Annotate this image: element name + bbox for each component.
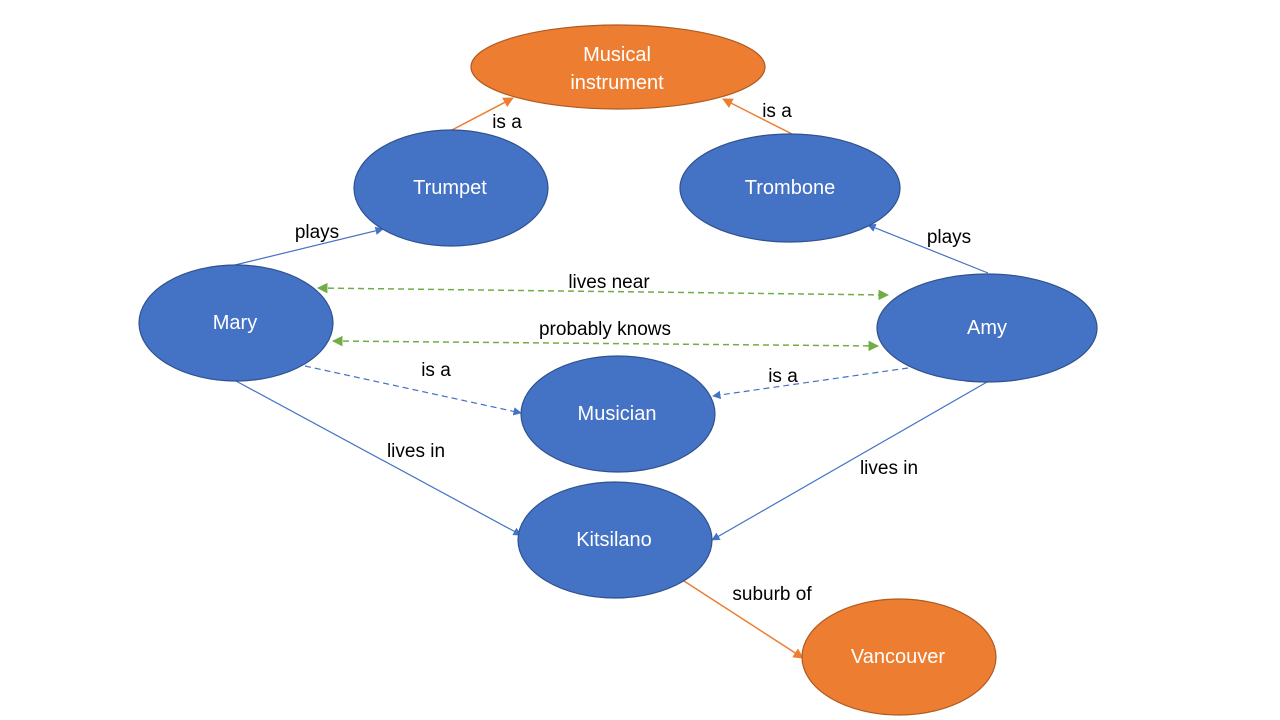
node-amy: Amy bbox=[876, 273, 1098, 383]
label-lives-near: lives near bbox=[568, 272, 650, 293]
node-musical-instrument-line2: instrument bbox=[570, 72, 664, 94]
node-trombone: Trombone bbox=[679, 133, 901, 243]
label-amy-is-a: is a bbox=[768, 366, 798, 387]
edge-mary-is-a bbox=[304, 365, 522, 416]
node-musician-label: Musician bbox=[578, 403, 657, 425]
edge-mary-plays bbox=[234, 226, 384, 266]
node-mary: Mary bbox=[138, 264, 334, 382]
node-amy-label: Amy bbox=[967, 317, 1007, 339]
label-trombone-is-a: is a bbox=[762, 101, 792, 122]
node-musical-instrument-line1: Musical bbox=[583, 44, 651, 66]
label-amy-lives-in: lives in bbox=[860, 458, 918, 479]
label-trumpet-is-a: is a bbox=[492, 112, 522, 133]
node-kitsilano-label: Kitsilano bbox=[576, 529, 652, 551]
node-musician: Musician bbox=[520, 355, 716, 473]
edge-lives-near bbox=[316, 282, 890, 301]
node-vancouver: Vancouver bbox=[801, 598, 997, 716]
edge-mary-lives-in bbox=[235, 380, 522, 536]
node-mary-label: Mary bbox=[213, 312, 257, 334]
edge-labels: is a is a plays plays lives near probabl… bbox=[295, 101, 971, 605]
label-mary-lives-in: lives in bbox=[387, 441, 445, 462]
label-amy-plays: plays bbox=[927, 227, 971, 248]
label-probably-knows: probably knows bbox=[539, 319, 671, 340]
edge-probably-knows bbox=[331, 335, 880, 352]
label-suburb-of: suburb of bbox=[732, 584, 812, 605]
edge-suburb-of bbox=[683, 580, 804, 659]
edge-amy-is-a bbox=[712, 367, 909, 400]
label-mary-is-a: is a bbox=[421, 360, 451, 381]
label-mary-plays: plays bbox=[295, 222, 339, 243]
node-trombone-label: Trombone bbox=[745, 177, 835, 199]
edges bbox=[234, 97, 989, 659]
node-musical-instrument: Musical instrument bbox=[470, 24, 766, 110]
edge-trumpet-is-a bbox=[451, 97, 514, 131]
node-kitsilano: Kitsilano bbox=[517, 481, 713, 599]
node-vancouver-label: Vancouver bbox=[851, 646, 945, 668]
node-trumpet: Trumpet bbox=[353, 129, 549, 247]
edge-amy-plays bbox=[867, 223, 989, 274]
node-trumpet-label: Trumpet bbox=[413, 177, 487, 199]
edge-trombone-is-a bbox=[722, 98, 793, 135]
edge-amy-lives-in bbox=[711, 381, 988, 541]
